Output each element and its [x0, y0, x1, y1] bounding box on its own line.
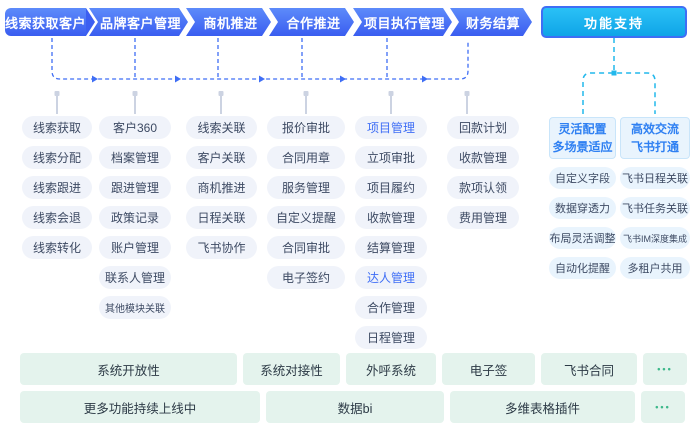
feature-node: 线索会退	[22, 206, 92, 229]
feature-node: 跟进管理	[99, 176, 171, 199]
column-opportunity: 线索关联 客户关联 商机推进 日程关联 飞书协作	[186, 116, 257, 259]
feature-node: 电子签约	[267, 266, 345, 289]
support-item: 多租户共用	[620, 257, 690, 279]
support-header-line: 多场景适应	[552, 140, 613, 154]
support-button: 功能支持	[541, 6, 687, 38]
support-header-line: 飞书打通	[630, 140, 679, 154]
bottom-cell: 飞书合同	[541, 353, 637, 385]
support-item: 自动化提醒	[549, 257, 616, 279]
bottom-cell: 更多功能持续上线中	[20, 391, 260, 423]
column-leads: 线索获取 线索分配 线索跟进 线索会退 线索转化	[22, 116, 92, 259]
feature-node: 日程关联	[186, 206, 257, 229]
feature-node: 联系人管理	[99, 266, 171, 289]
feature-node: 报价审批	[267, 116, 345, 139]
flow-step-brand-customer: 品牌客户管理	[89, 8, 188, 36]
flow-step-opportunity: 商机推进	[186, 8, 271, 36]
feature-node: 日程管理	[355, 326, 427, 349]
support-header-line: 灵活配置	[558, 122, 607, 136]
flow-step-project-exec: 项目执行管理	[353, 8, 452, 36]
column-project: 项目管理 立项审批 项目履约 收款管理 结算管理 达人管理 合作管理 日程管理	[355, 116, 427, 349]
more-dots-icon: •••	[643, 353, 687, 385]
support-item: 飞书任务关联	[620, 197, 690, 219]
feature-node: 合作管理	[355, 296, 427, 319]
column-cooperation: 报价审批 合同用章 服务管理 自定义提醒 合同审批 电子签约	[267, 116, 345, 289]
feature-node: 客户360	[99, 116, 171, 139]
bottom-cell: 系统对接性	[243, 353, 340, 385]
feature-node: 合同用章	[267, 146, 345, 169]
feature-node: 线索跟进	[22, 176, 92, 199]
support-item: 飞书IM深度集成	[620, 227, 690, 249]
feature-node: 客户关联	[186, 146, 257, 169]
bottom-cell: 系统开放性	[20, 353, 237, 385]
feature-node: 账户管理	[99, 236, 171, 259]
bottom-row-1: 系统开放性 系统对接性 外呼系统 电子签 飞书合同 •••	[20, 353, 687, 385]
feature-node: 政策记录	[99, 206, 171, 229]
support-group-feishu: 高效交流 飞书打通 飞书日程关联 飞书任务关联 飞书IM深度集成 多租户共用	[620, 117, 690, 279]
feature-node: 费用管理	[447, 206, 519, 229]
more-dots-icon: •••	[641, 391, 685, 423]
feature-node: 飞书协作	[186, 236, 257, 259]
support-item: 数据穿透力	[549, 197, 616, 219]
feature-node: 自定义提醒	[267, 206, 345, 229]
feature-node-highlighted: 项目管理	[355, 116, 427, 139]
bottom-row-2: 更多功能持续上线中 数据bi 多维表格插件 •••	[20, 391, 685, 423]
feature-node: 回款计划	[447, 116, 519, 139]
bottom-cell: 数据bi	[266, 391, 444, 423]
feature-node: 收款管理	[355, 206, 427, 229]
feature-node: 收款管理	[447, 146, 519, 169]
feature-node: 线索分配	[22, 146, 92, 169]
feature-node: 立项审批	[355, 146, 427, 169]
support-item: 飞书日程关联	[620, 167, 690, 189]
feature-node: 线索关联	[186, 116, 257, 139]
bottom-cell: 电子签	[442, 353, 535, 385]
flow-step-cooperation: 合作推进	[269, 8, 354, 36]
support-header: 高效交流 飞书打通	[620, 117, 690, 159]
support-header-line: 高效交流	[630, 122, 679, 136]
support-item: 自定义字段	[549, 167, 616, 189]
flow-step-lead-acquisition: 线索获取客户	[5, 8, 95, 36]
bottom-cell: 多维表格插件	[450, 391, 635, 423]
column-finance: 回款计划 收款管理 款项认领 费用管理	[447, 116, 519, 229]
feature-node: 档案管理	[99, 146, 171, 169]
feature-node: 结算管理	[355, 236, 427, 259]
support-item: 布局灵活调整	[549, 227, 616, 249]
feature-node: 合同审批	[267, 236, 345, 259]
feature-node: 服务管理	[267, 176, 345, 199]
feature-node: 线索转化	[22, 236, 92, 259]
support-group-config: 灵活配置 多场景适应 自定义字段 数据穿透力 布局灵活调整 自动化提醒	[549, 117, 616, 279]
bottom-cell: 外呼系统	[346, 353, 436, 385]
feature-node-highlighted: 达人管理	[355, 266, 427, 289]
column-customer: 客户360 档案管理 跟进管理 政策记录 账户管理 联系人管理 其他模块关联	[99, 116, 171, 319]
feature-node: 其他模块关联	[99, 296, 171, 319]
feature-node: 款项认领	[447, 176, 519, 199]
feature-node: 商机推进	[186, 176, 257, 199]
feature-node: 项目履约	[355, 176, 427, 199]
feature-node: 线索获取	[22, 116, 92, 139]
support-header: 灵活配置 多场景适应	[549, 117, 616, 159]
flow-step-finance: 财务结算	[450, 8, 532, 36]
